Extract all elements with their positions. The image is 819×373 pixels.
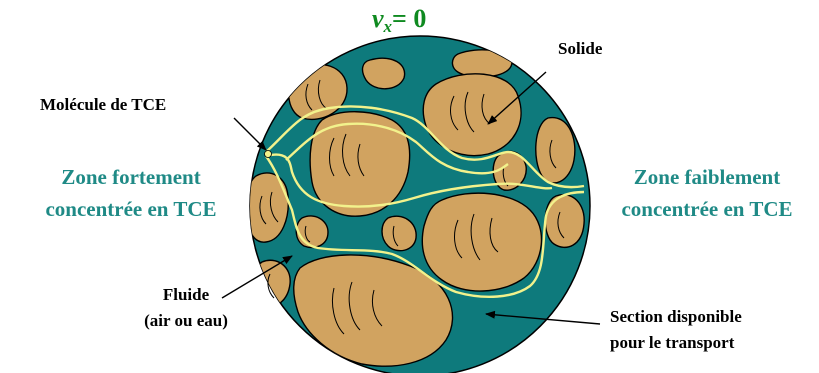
section-label-line2: pour le transport xyxy=(610,332,742,354)
grain-small-left xyxy=(296,216,328,248)
zone-high-line2: concentrée en TCE xyxy=(20,196,242,222)
zone-low-line1: Zone faiblement xyxy=(596,164,818,190)
grain-solid-target xyxy=(423,74,521,156)
grain-top-right-small xyxy=(452,50,512,77)
grain-right-upper xyxy=(536,118,575,183)
grain-right-edge xyxy=(545,195,584,248)
molecule-label: Molécule de TCE xyxy=(40,94,166,116)
tce-molecule xyxy=(265,151,272,158)
arrow-molecule xyxy=(234,118,266,150)
zone-low-label: Zone faiblement concentrée en TCE xyxy=(596,164,818,222)
fluid-label-line2: (air ou eau) xyxy=(130,310,242,332)
section-label: Section disponible pour le transport xyxy=(610,306,742,354)
grain-center-large xyxy=(422,193,541,291)
section-label-line1: Section disponible xyxy=(610,306,742,328)
fluid-label: Fluide (air ou eau) xyxy=(130,284,242,332)
solid-label: Solide xyxy=(558,38,602,60)
fluid-label-line1: Fluide xyxy=(130,284,242,306)
zone-high-label: Zone fortement concentrée en TCE xyxy=(20,164,242,222)
grain-small-mid xyxy=(382,216,416,250)
zone-low-line2: concentrée en TCE xyxy=(596,196,818,222)
velocity-zero-label: vx= 0 xyxy=(372,4,426,37)
zone-high-line1: Zone fortement xyxy=(20,164,242,190)
